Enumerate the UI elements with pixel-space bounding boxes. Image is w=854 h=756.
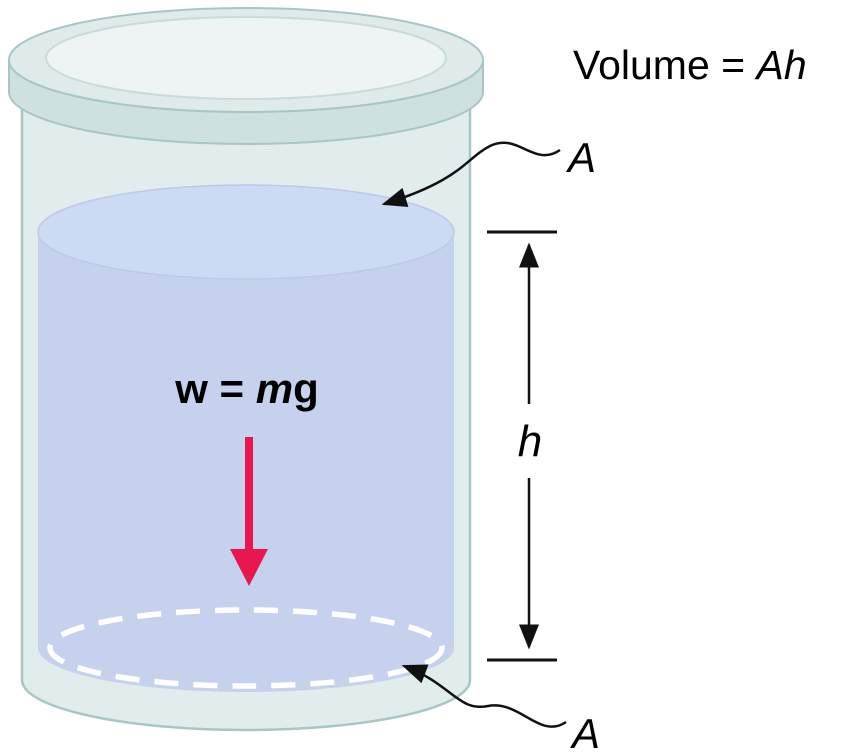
area-top-pointer-arrow xyxy=(381,141,561,207)
weight-arrow-head xyxy=(230,549,268,586)
volume-label: Volume = Ah xyxy=(573,42,807,88)
weight-label: w = mg xyxy=(174,365,319,412)
fluid-surface-ellipse xyxy=(37,184,455,280)
height-label: h xyxy=(518,417,542,466)
glass-rim-inner xyxy=(45,16,447,100)
area-bottom-label: A xyxy=(569,710,600,756)
area-bottom-pointer-arrow xyxy=(401,664,567,728)
area-top-label: A xyxy=(565,134,596,181)
bottom-area-dashed-ellipse xyxy=(47,607,445,689)
